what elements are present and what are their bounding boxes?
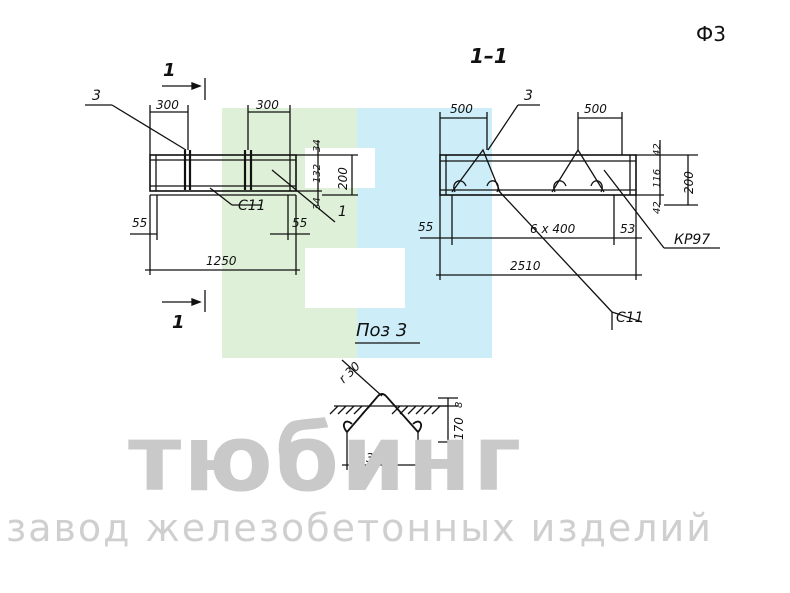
watermark-tagline: завод железобетонных изделий xyxy=(6,506,713,550)
left-dim-height: 200 xyxy=(336,167,350,190)
left-dim-132: 132 xyxy=(312,163,323,183)
left-callout-1: 1 xyxy=(338,204,347,220)
left-label-c11: С11 xyxy=(238,198,266,214)
pos3-dim-350: 350 xyxy=(366,451,389,465)
left-dim-34-bottom: 34 xyxy=(312,197,323,210)
right-callout-3: 3 xyxy=(524,88,533,104)
left-dim-34-top: 34 xyxy=(312,139,323,152)
section-title: 1–1 xyxy=(470,44,508,68)
left-dim-55-right: 55 xyxy=(292,216,308,230)
right-dim-500-left: 500 xyxy=(450,102,473,116)
right-view-drawing xyxy=(420,104,720,330)
right-dim-53: 53 xyxy=(620,222,636,236)
left-dim-300-right: 300 xyxy=(256,98,279,112)
left-dim-total: 1250 xyxy=(206,254,237,268)
left-dim-55-left: 55 xyxy=(132,216,148,230)
right-dim-116: 116 xyxy=(652,168,663,188)
left-callout-3: 3 xyxy=(92,88,101,104)
pos3-detail-drawing xyxy=(329,359,458,470)
sheet-code: Ф3 xyxy=(696,22,726,46)
left-dim-300-left: 300 xyxy=(156,98,179,112)
right-dim-height: 200 xyxy=(682,171,696,194)
right-dim-total: 2510 xyxy=(510,259,541,273)
cut-marker-bottom-label: 1 xyxy=(172,312,185,333)
watermark-blue-block xyxy=(357,108,492,358)
right-dim-55: 55 xyxy=(418,220,434,234)
position-title: Поз 3 xyxy=(356,320,408,341)
watermark-cutout-bottom xyxy=(305,248,405,308)
cut-marker-top-label: 1 xyxy=(163,60,176,81)
watermark-brand: тюбинг xyxy=(128,405,524,512)
left-view-drawing xyxy=(85,78,358,312)
right-dim-42-top: 42 xyxy=(652,143,663,156)
right-dim-500-right: 500 xyxy=(584,102,607,116)
right-label-c11: С11 xyxy=(616,310,644,326)
right-dim-42-bottom: 42 xyxy=(652,201,663,214)
right-dim-spacing: 6 x 400 xyxy=(530,222,576,236)
right-label-kr97: КР97 xyxy=(674,232,711,248)
